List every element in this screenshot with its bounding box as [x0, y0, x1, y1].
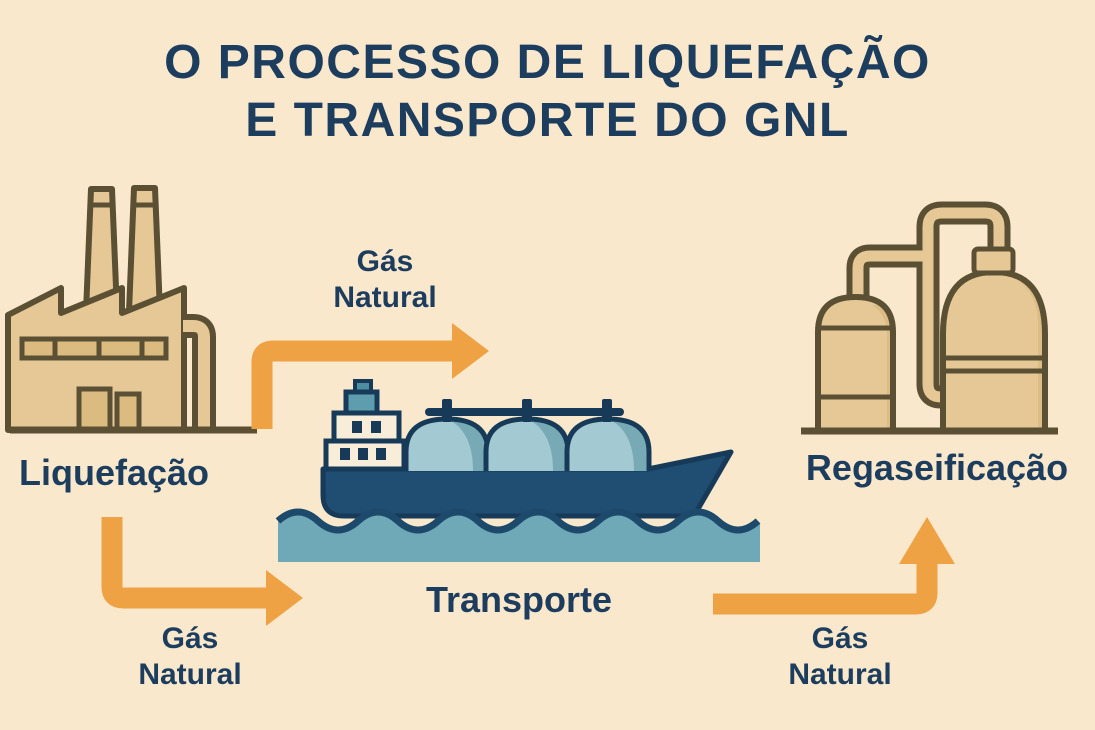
- arrow-ship-to-regas: [713, 517, 955, 615]
- ship-windows: [340, 421, 386, 460]
- stage-label-regaseificacao: Regaseificação: [805, 447, 1069, 488]
- arrow-factory-to-ship: [251, 323, 489, 429]
- stage-label-transporte: Transporte: [425, 579, 613, 620]
- factory-pipe-icon: [181, 314, 216, 428]
- arrow-right-icon: [452, 323, 489, 379]
- title-line-1: O PROCESSO DE LIQUEFAÇÃO: [164, 36, 931, 89]
- flow-label-gas-natural-top: Gás Natural: [333, 245, 437, 314]
- regas-pipes-icon: [846, 201, 1011, 409]
- arrow-up-icon: [899, 517, 955, 564]
- factory-doors: [76, 386, 142, 433]
- tank-nozzle: [971, 246, 1016, 276]
- title-line-2: E TRANSPORTE DO GNL: [245, 94, 850, 147]
- flow-label-gas-natural-bottom-right: Gás Natural: [788, 622, 892, 691]
- stage-label-liquefacao: Liquefação: [18, 452, 210, 493]
- factory-windows: [19, 336, 169, 361]
- arrow-right-icon: [266, 570, 303, 626]
- factory-icon: [5, 185, 257, 434]
- ship-hull: [320, 449, 734, 519]
- water: [275, 508, 761, 562]
- ship-bridge: [323, 379, 407, 474]
- ship-deck-pipe: [425, 399, 624, 422]
- lng-tanker-ship-icon: [275, 379, 761, 562]
- regas-tank-large: [940, 246, 1048, 431]
- page-title: O PROCESSO DE LIQUEFAÇÃO E TRANSPORTE DO…: [0, 34, 1095, 150]
- regas-tank-small: [815, 294, 896, 431]
- lng-dome-tanks: [403, 416, 652, 471]
- flow-label-gas-natural-bottom-left: Gás Natural: [138, 622, 242, 691]
- arrow-liquefaction-out: [101, 517, 303, 626]
- storage-tanks-icon: [801, 201, 1058, 435]
